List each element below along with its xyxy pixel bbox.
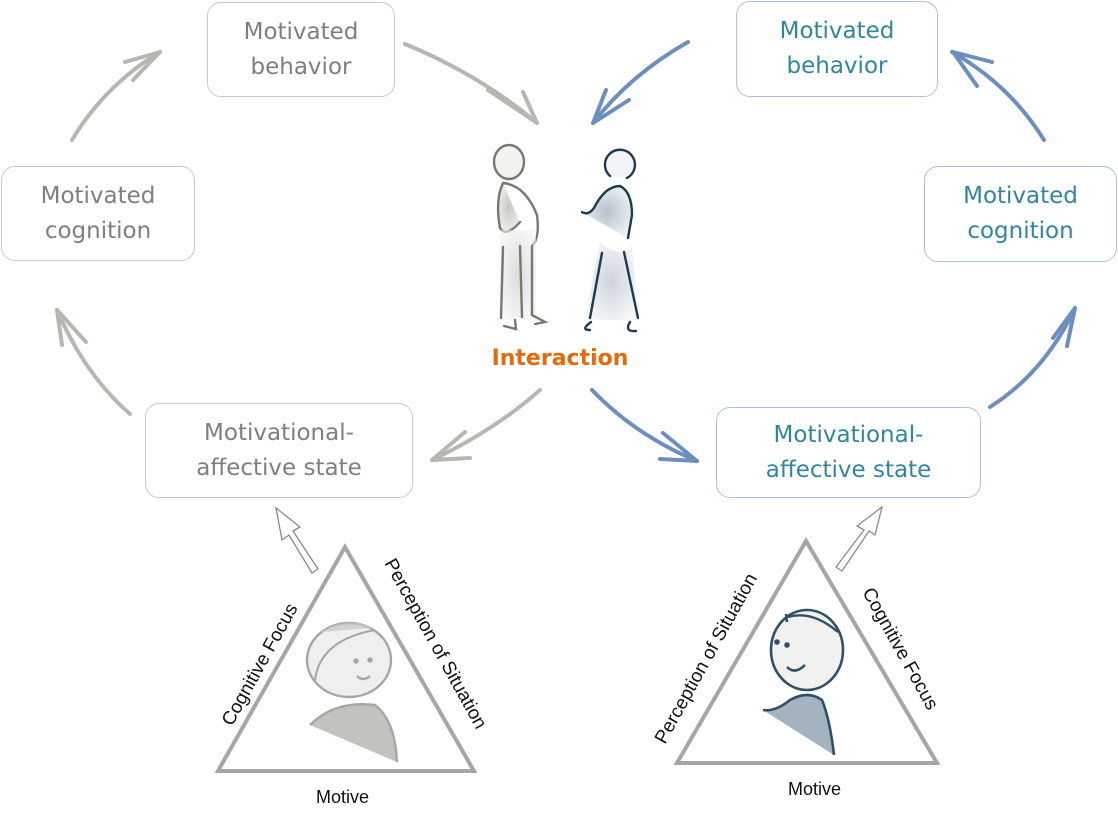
right-motivational-state-box: Motivational-affective state [716,407,981,498]
blue-person-figure [580,148,640,333]
right-behavior-line2: behavior [786,53,888,79]
left-motive-triangle: Cognitive Focus Perception of Situation [214,542,491,773]
arrow-interaction-to-state-left [430,388,542,462]
left-motivational-state-box: Motivational-affective state [145,403,413,498]
right-state-line1: Motivational- [773,421,924,448]
arrow-cognition-to-behavior-right [950,50,1046,142]
right-cognition-line2: cognition [967,218,1074,244]
right-motivated-cognition-box: Motivated cognition [924,166,1117,262]
left-behavior-line1: Motivated [243,18,359,45]
right-motivated-behavior-box: Motivated behavior [736,1,938,97]
right-behavior-line1: Motivated [779,18,895,44]
left-state-line2: affective state [196,454,362,481]
interaction-label: Interaction [491,346,629,371]
left-motivated-behavior-box: Motivated behavior [207,2,395,97]
hollow-arrow-left [275,506,319,574]
hollow-arrow-right [835,505,884,572]
right-cognition-line1: Motivated [963,183,1078,209]
grey-head-figure [305,621,399,763]
arrow-interaction-to-state-right [590,388,699,463]
right-motive-label: Motive [788,779,842,799]
left-motive-label: Motive [316,787,370,807]
grey-person-figure [492,143,549,331]
arrow-behavior-to-interaction-right [591,40,690,125]
left-state-line1: Motivational- [204,419,354,446]
left-behavior-line2: behavior [250,53,352,80]
left-cognition-line2: cognition [44,217,152,244]
blue-head-figure [762,608,845,756]
arrow-state-to-cognition-left [55,308,132,416]
arrow-cognition-to-behavior [70,50,162,142]
left-cognition-line1: Motivated [40,182,156,209]
right-state-line2: affective state [765,456,932,483]
arrow-behavior-to-interaction [403,42,539,125]
arrow-state-to-cognition-right [988,306,1077,409]
left-motivated-cognition-box: Motivated cognition [1,166,195,261]
right-motive-triangle: Perception of Situation Cognitive Focus [651,537,942,765]
